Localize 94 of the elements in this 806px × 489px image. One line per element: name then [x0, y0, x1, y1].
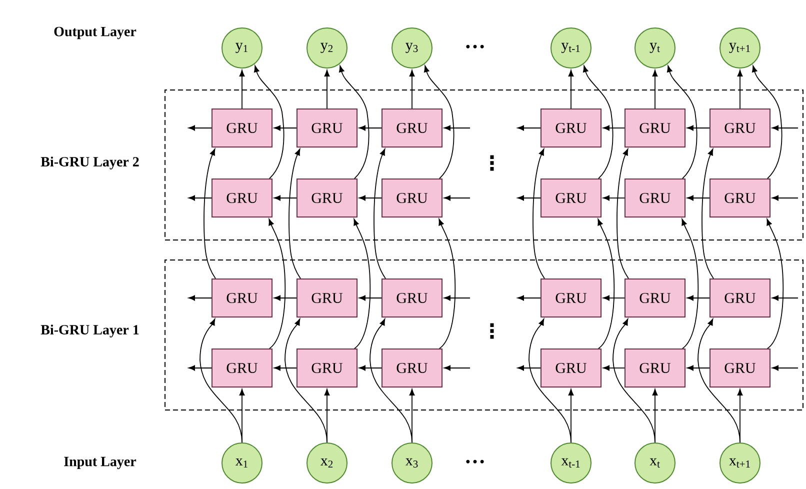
arrow — [682, 218, 699, 349]
gru-box: GRU — [710, 108, 770, 148]
arrow — [358, 365, 382, 371]
arrow — [602, 125, 625, 131]
arrow — [274, 365, 297, 371]
arrow — [667, 66, 698, 179]
arrow — [517, 295, 541, 301]
arrow — [517, 125, 541, 131]
arrow — [517, 195, 541, 201]
arrow — [200, 318, 242, 443]
gru-box: GRU — [382, 178, 442, 218]
gru-box: GRU — [540, 278, 602, 318]
arrow — [686, 195, 710, 201]
gru-box: GRU — [710, 178, 770, 218]
gru-box: GRU — [212, 178, 272, 218]
gru-box: GRU — [212, 108, 272, 148]
arrow — [598, 218, 615, 349]
arrow — [339, 66, 370, 179]
arrow — [444, 195, 470, 201]
gru-box: GRU — [212, 348, 272, 388]
arrow — [612, 318, 656, 443]
ellipsis: ••• — [466, 44, 484, 48]
arrow — [438, 218, 456, 349]
arrow — [288, 148, 301, 279]
arrow — [772, 295, 798, 301]
gru-box: GRU — [540, 348, 602, 388]
layer-label: Input Layer — [64, 456, 136, 470]
layer-label: Output Layer — [54, 26, 136, 40]
gru-box: GRU — [624, 108, 686, 148]
ellipsis: ⋮ — [490, 155, 494, 171]
arrow — [239, 70, 245, 109]
arrow — [737, 70, 743, 109]
arrow — [568, 70, 574, 109]
arrow — [698, 318, 740, 443]
arrow — [772, 195, 798, 201]
arrow — [686, 125, 710, 131]
arrow — [188, 125, 212, 131]
arrow — [274, 195, 297, 201]
arrow — [374, 148, 386, 279]
arrow — [772, 125, 798, 131]
arrow — [602, 365, 625, 371]
arrow — [766, 218, 784, 349]
arrow — [686, 295, 710, 301]
node-label: Bi-GRU Layer 1 — [40, 324, 139, 338]
gru-box: GRU — [624, 178, 686, 218]
ellipsis: ⋮ — [490, 323, 494, 339]
gru-box: GRU — [296, 278, 358, 318]
arrow — [370, 318, 412, 443]
arrow — [583, 66, 614, 179]
gru-box: GRU — [382, 278, 442, 318]
arrow — [254, 66, 284, 179]
ellipsis: ••• — [466, 460, 484, 464]
arrow — [602, 195, 625, 201]
arrow — [358, 195, 382, 201]
arrow — [274, 125, 297, 131]
gru-box: GRU — [296, 348, 358, 388]
gru-box: GRU — [710, 278, 770, 318]
arrow — [284, 318, 328, 443]
gru-box: GRU — [540, 108, 602, 148]
arrow — [602, 295, 625, 301]
gru-box: GRU — [624, 348, 686, 388]
arrow — [686, 365, 710, 371]
arrow — [409, 70, 415, 109]
arrow — [188, 365, 212, 371]
gru-box: GRU — [382, 108, 442, 148]
arrow — [517, 365, 541, 371]
arrow — [354, 218, 371, 349]
arrow — [268, 218, 286, 349]
arrow — [188, 295, 212, 301]
arrow — [444, 295, 470, 301]
arrow — [324, 70, 330, 109]
gru-box: GRU — [540, 178, 602, 218]
arrow — [188, 195, 212, 201]
gru-box: GRU — [624, 278, 686, 318]
arrow — [444, 365, 470, 371]
arrow — [752, 66, 782, 179]
arrow — [204, 148, 216, 279]
arrow — [424, 66, 454, 179]
arrow — [652, 70, 658, 109]
arrow — [616, 148, 629, 279]
node-label: Bi-GRU Layer 2 — [40, 156, 139, 170]
gru-box: GRU — [212, 278, 272, 318]
arrow — [358, 295, 382, 301]
arrow — [528, 318, 572, 443]
arrow — [444, 125, 470, 131]
gru-box: GRU — [710, 348, 770, 388]
arrow — [532, 148, 545, 279]
gru-box: GRU — [382, 348, 442, 388]
gru-box: GRU — [296, 178, 358, 218]
arrow — [772, 365, 798, 371]
arrow — [358, 125, 382, 131]
arrow — [274, 295, 297, 301]
gru-box: GRU — [296, 108, 358, 148]
arrow — [702, 148, 714, 279]
